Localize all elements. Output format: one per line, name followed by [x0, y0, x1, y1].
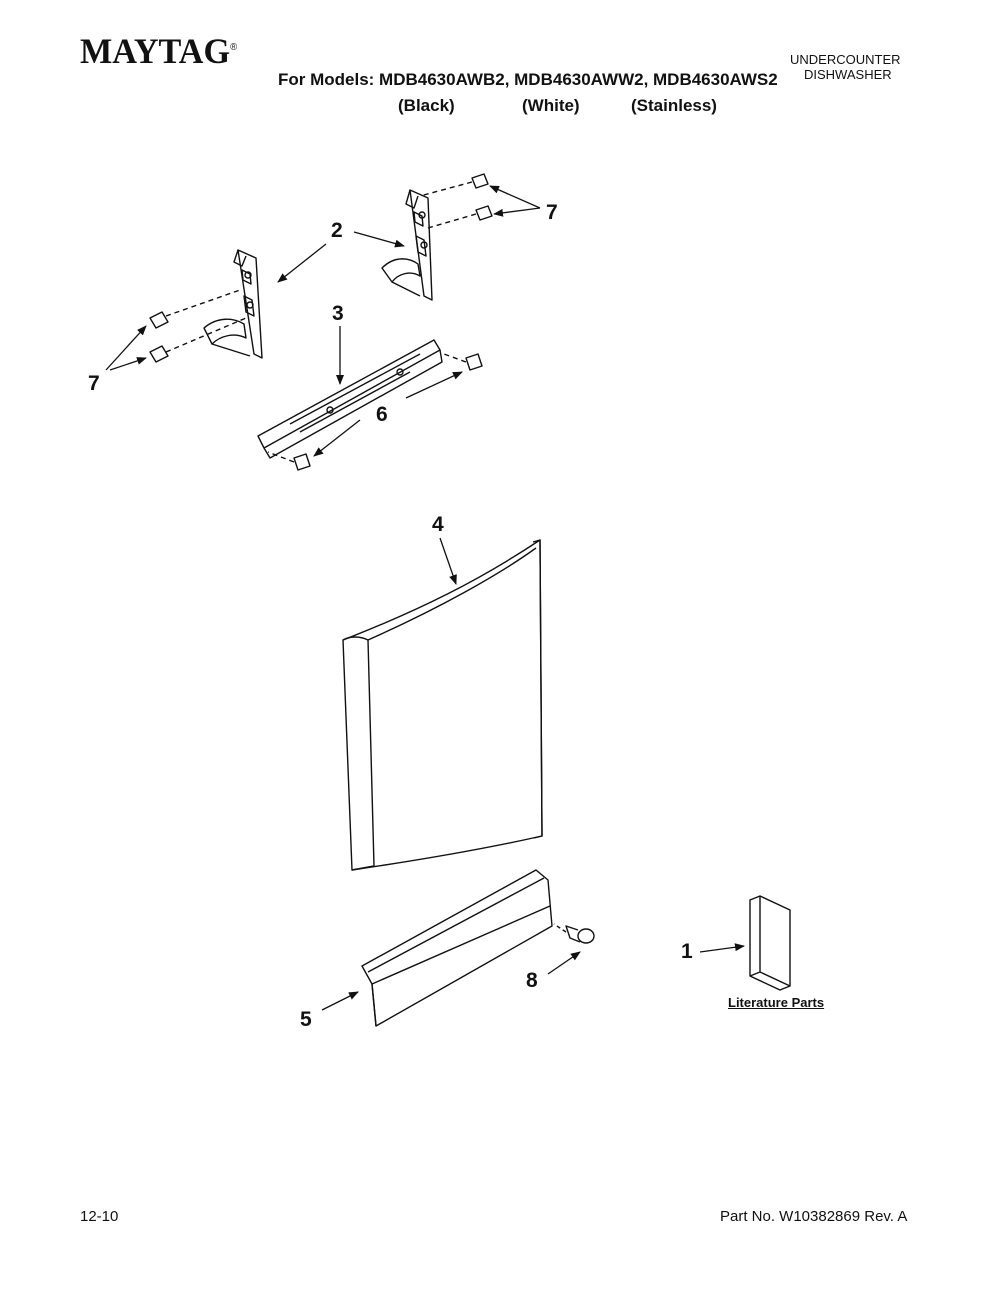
footer-date: 12-10	[80, 1208, 119, 1225]
callout-5: 5	[300, 1008, 312, 1031]
callout-1: 1	[681, 940, 693, 963]
brand-logo: MAYTAG®	[80, 31, 238, 71]
hinge-bracket-right	[381, 189, 433, 301]
hinge-screws-top	[419, 173, 493, 229]
door-bracket	[257, 339, 443, 459]
literature-parts-label: Literature Parts	[728, 995, 825, 1010]
footer-part-number: Part No. W10382869 Rev. A	[720, 1208, 908, 1225]
literature-booklet	[749, 895, 791, 991]
hinge-bracket-left	[203, 249, 263, 359]
callout-2: 2	[331, 219, 343, 242]
product-type-line-1: UNDERCOUNTER	[790, 52, 901, 67]
variant-white: (White)	[522, 96, 580, 115]
variant-stainless: (Stainless)	[631, 96, 717, 115]
toe-kick-panel	[361, 869, 553, 1027]
callout-7-top: 7	[546, 201, 558, 224]
toe-kick-screw	[553, 923, 595, 944]
callout-8: 8	[526, 969, 538, 992]
callout-7-left: 7	[88, 372, 100, 395]
product-type: UNDERCOUNTER DISHWASHER	[790, 52, 901, 82]
callout-3: 3	[332, 302, 344, 325]
models-line: For Models: MDB4630AWB2, MDB4630AWW2, MD…	[278, 70, 778, 89]
product-type-line-2: DISHWASHER	[804, 67, 892, 82]
door-panel	[342, 539, 543, 871]
hinge-screws-left	[149, 289, 247, 363]
bracket-screws	[267, 353, 483, 471]
variant-black: (Black)	[398, 96, 455, 115]
callout-4: 4	[432, 513, 444, 536]
callout-6: 6	[376, 403, 388, 426]
leader-arrows	[105, 185, 745, 1011]
